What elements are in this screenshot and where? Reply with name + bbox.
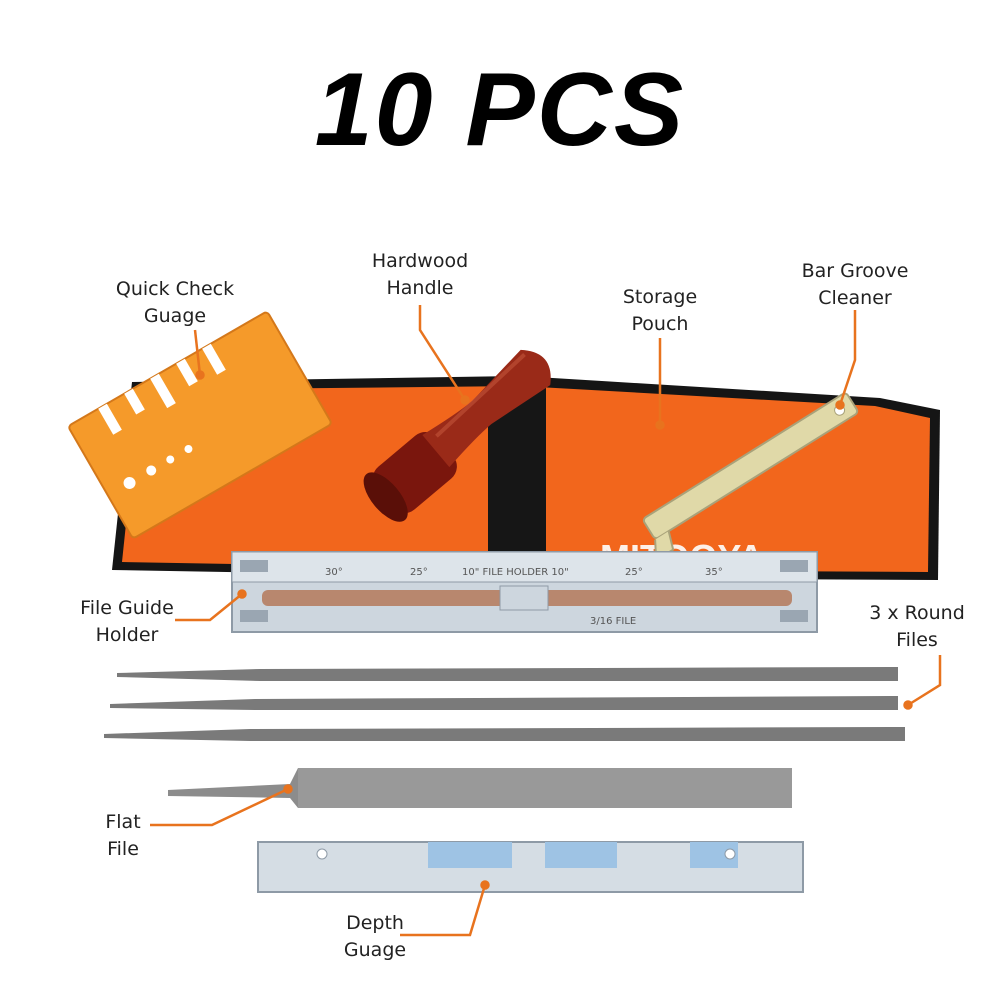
leader-file-guide (175, 593, 243, 622)
round-file-3 (104, 727, 905, 741)
flat-file (168, 768, 792, 808)
label-file-guide-line2: Holder (95, 624, 159, 646)
holder-angle-30: 30° (325, 567, 343, 578)
round-file-1 (117, 667, 898, 681)
label-pouch-line2: Pouch (631, 313, 689, 335)
label-bar-groove-cleaner: Bar Groove Cleaner (785, 258, 925, 312)
label-file-guide-line1: File Guide (80, 597, 174, 619)
label-file-guide-holder: File Guide Holder (62, 595, 192, 649)
label-flat-file-line1: Flat (105, 811, 141, 833)
label-handle-line2: Handle (386, 277, 454, 299)
label-quick-check-gauge: Quick Check Guage (95, 276, 255, 330)
leader-depth-gauge (400, 884, 487, 937)
label-handle-line1: Hardwood (371, 250, 469, 272)
label-round-files: 3 x Round Files (858, 600, 976, 654)
label-round-files-line1: 3 x Round (869, 602, 965, 624)
leader-lines (150, 305, 942, 937)
round-file-2 (110, 696, 898, 710)
label-hardwood-handle: Hardwood Handle (350, 248, 490, 302)
label-bar-groove-line2: Cleaner (818, 287, 892, 309)
label-bar-groove-line1: Bar Groove (801, 260, 909, 282)
label-quick-check-line1: Quick Check (115, 278, 235, 300)
leader-bar-groove (838, 310, 857, 406)
bar-groove-cleaner (642, 392, 859, 562)
leader-handle (418, 305, 467, 401)
leader-flat-file (150, 787, 289, 827)
label-depth-gauge-line1: Depth (346, 912, 404, 934)
holder-angle-25-right: 25° (625, 567, 643, 578)
label-depth-gauge: Depth Guage (330, 910, 420, 964)
label-flat-file: Flat File (88, 809, 158, 863)
file-guide-holder: 30° 25° 10" FILE HOLDER 10" 25° 35° 3/16… (231, 551, 818, 633)
holder-file-size: 3/16 FILE (590, 616, 636, 627)
label-depth-gauge-line2: Guage (343, 939, 407, 961)
leader-round-files (907, 655, 942, 707)
holder-angle-25-left: 25° (410, 567, 428, 578)
label-pouch-line1: Storage (622, 286, 698, 308)
page-title: 10 PCS (314, 52, 686, 168)
holder-size-label: 10" FILE HOLDER 10" (462, 567, 569, 578)
label-storage-pouch: Storage Pouch (600, 284, 720, 338)
depth-gauge (257, 841, 804, 893)
leader-quick-check (193, 329, 202, 376)
holder-angle-35: 35° (705, 567, 723, 578)
label-round-files-line2: Files (896, 629, 938, 651)
hardwood-handle (363, 349, 551, 522)
label-flat-file-line2: File (107, 838, 139, 860)
quick-check-gauge (68, 311, 332, 539)
label-quick-check-line2: Guage (143, 305, 207, 327)
